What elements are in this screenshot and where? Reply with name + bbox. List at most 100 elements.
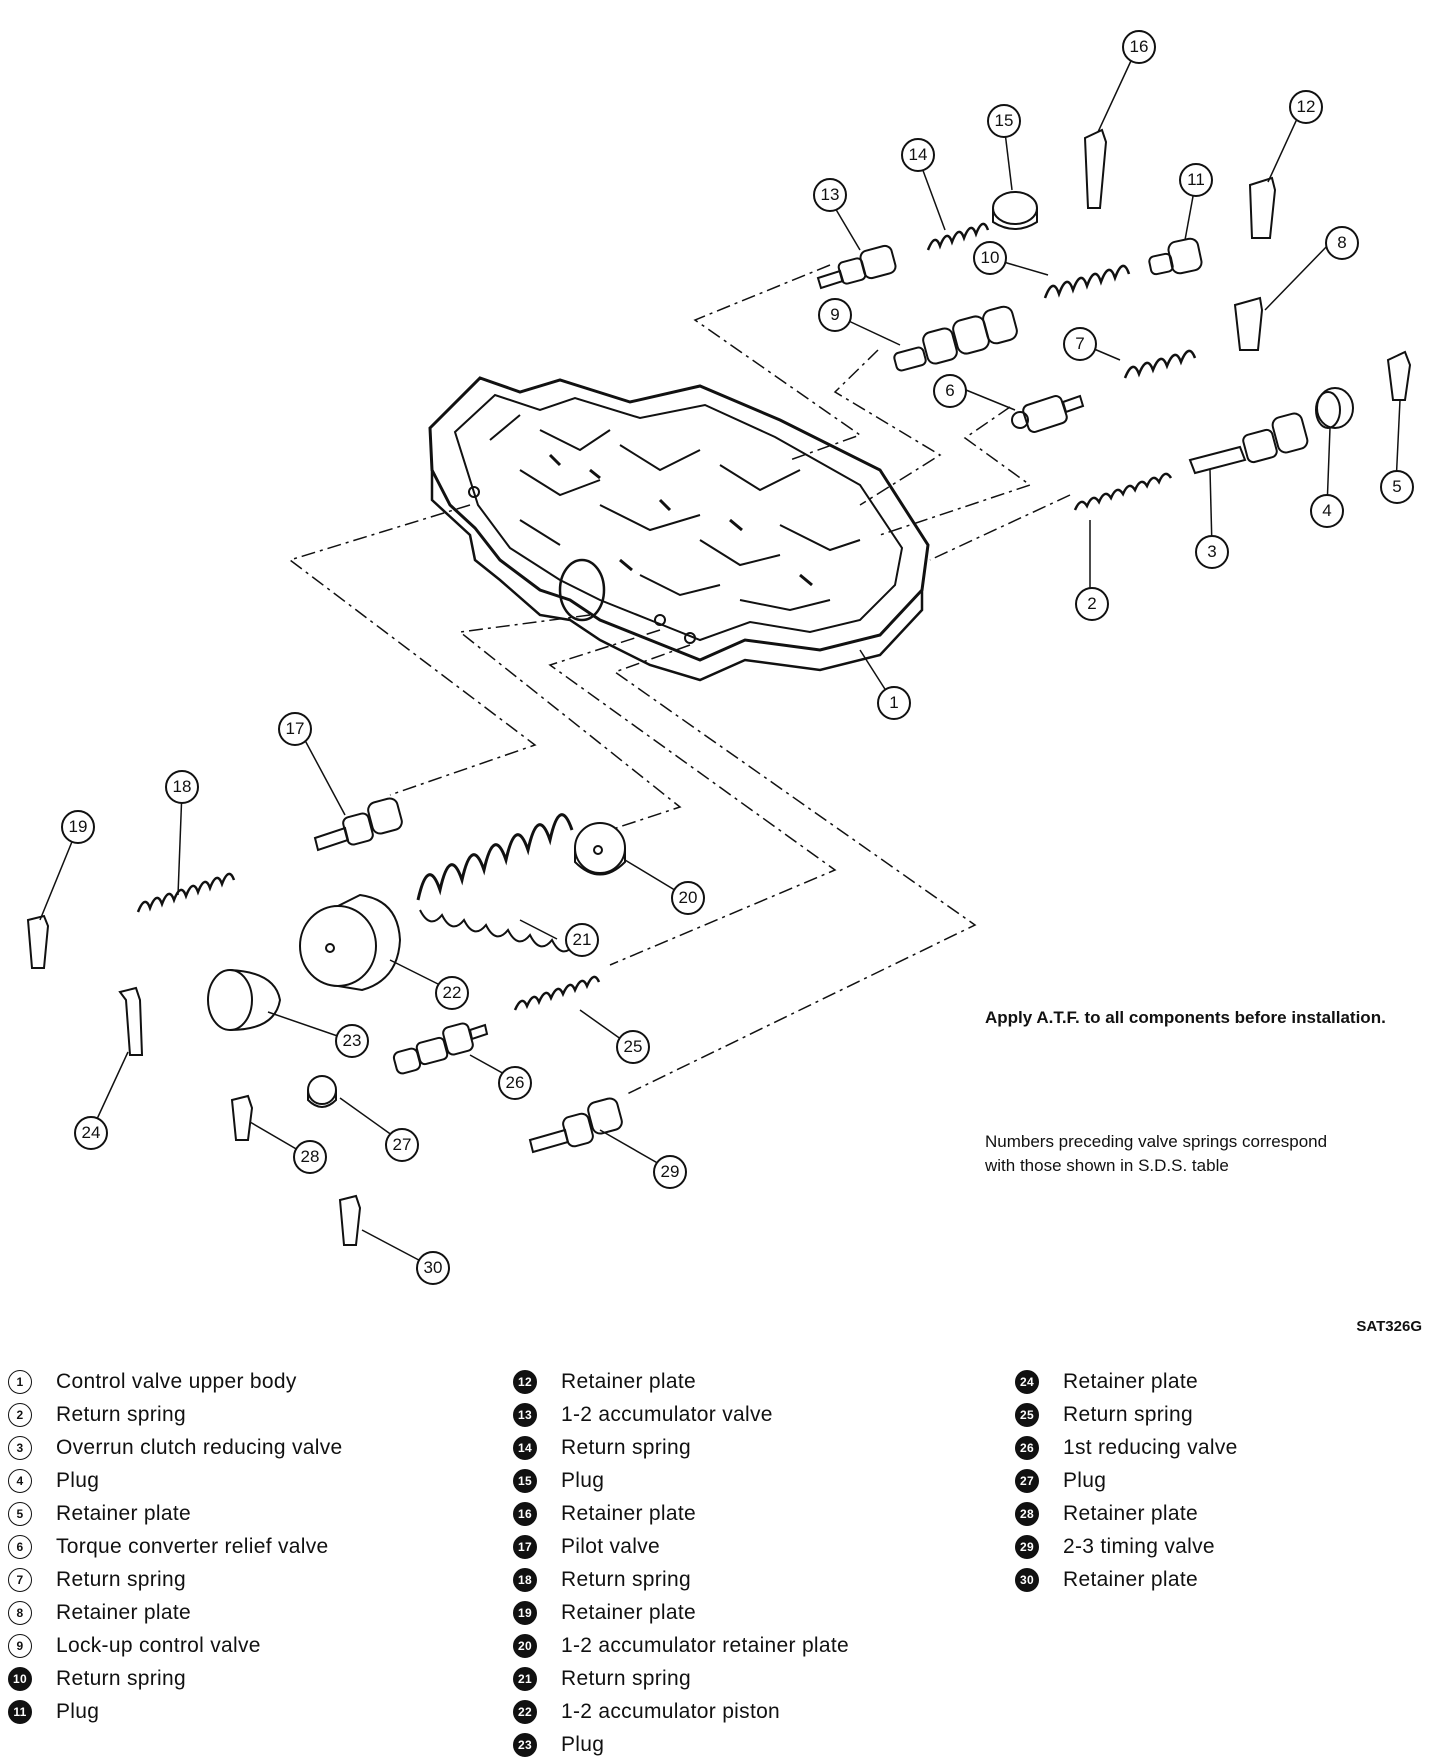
first-reducing-valve xyxy=(392,1022,489,1075)
legend-number: 18 xyxy=(513,1567,537,1592)
callout-9: 9 xyxy=(818,298,852,332)
assembly-lines xyxy=(288,264,1071,1096)
callout-13: 13 xyxy=(813,178,847,212)
callout-14: 14 xyxy=(901,138,935,172)
legend-number: 12 xyxy=(513,1369,537,1394)
legend-number: 6 xyxy=(8,1534,32,1559)
legend-number: 28 xyxy=(1015,1501,1039,1526)
control-valve-upper-body xyxy=(428,376,930,682)
legend-label: Retainer plate xyxy=(56,1600,191,1624)
callout-12: 12 xyxy=(1289,90,1323,124)
spring-numbers-note: Numbers preceding valve springs correspo… xyxy=(985,1132,1328,1175)
callout-18: 18 xyxy=(165,770,199,804)
legend-label: Retainer plate xyxy=(561,1369,696,1393)
lock-up-control-valve xyxy=(893,305,1018,372)
legend-label: Retainer plate xyxy=(561,1501,696,1525)
legend-number: 23 xyxy=(513,1732,537,1757)
legend-number: 8 xyxy=(8,1600,32,1625)
legend-label: Lock-up control valve xyxy=(56,1633,261,1657)
legend-number: 24 xyxy=(1015,1369,1039,1394)
legend-number: 14 xyxy=(513,1435,537,1460)
pilot-valve xyxy=(313,797,403,852)
legend-number: 16 xyxy=(513,1501,537,1526)
legend-number: 17 xyxy=(513,1534,537,1559)
legend-item: 23 Plug xyxy=(513,1728,849,1761)
legend-label: 1-2 accumulator retainer plate xyxy=(561,1633,849,1657)
legend-label: Retainer plate xyxy=(1063,1501,1198,1525)
legend-label: Return spring xyxy=(56,1567,186,1591)
callout-23: 23 xyxy=(335,1024,369,1058)
legend-item: 16 Retainer plate xyxy=(513,1497,849,1530)
legend-item: 17 Pilot valve xyxy=(513,1530,849,1563)
legend-number: 5 xyxy=(8,1501,32,1526)
callout-6: 6 xyxy=(933,374,967,408)
legend-label: Pilot valve xyxy=(561,1534,661,1558)
legend-item: 20 1-2 accumulator retainer plate xyxy=(513,1629,849,1662)
legend-item: 24 Retainer plate xyxy=(1015,1365,1238,1398)
legend-label: Control valve upper body xyxy=(56,1369,297,1393)
callout-28: 28 xyxy=(293,1140,327,1174)
callout-10: 10 xyxy=(973,241,1007,275)
retainer-plate-24 xyxy=(118,986,144,1056)
return-spring-2 xyxy=(1073,472,1173,511)
callout-25: 25 xyxy=(616,1030,650,1064)
legend-label: Torque converter relief valve xyxy=(56,1534,329,1558)
return-spring-14 xyxy=(926,222,990,251)
legend-label: Plug xyxy=(561,1468,605,1492)
apply-atf-note: Apply A.T.F. to all components before in… xyxy=(985,1008,1386,1027)
return-spring-18 xyxy=(136,872,236,913)
legend-number: 10 xyxy=(8,1666,32,1691)
legend-label: Retainer plate xyxy=(1063,1369,1198,1393)
legend-label: Retainer plate xyxy=(561,1600,696,1624)
legend-number: 25 xyxy=(1015,1402,1039,1427)
legend-label: Plug xyxy=(56,1468,100,1492)
legend-label: Return spring xyxy=(561,1666,691,1690)
legend-number: 2 xyxy=(8,1402,32,1427)
retainer-plate-8 xyxy=(1233,296,1264,351)
callout-26: 26 xyxy=(498,1066,532,1100)
legend-label: 1st reducing valve xyxy=(1063,1435,1238,1459)
callout-20: 20 xyxy=(671,881,705,915)
legend-label: Overrun clutch reducing valve xyxy=(56,1435,343,1459)
legend-number: 9 xyxy=(8,1633,32,1658)
plug-27 xyxy=(307,1075,337,1108)
legend-number: 15 xyxy=(513,1468,537,1493)
one-two-accumulator-valve xyxy=(816,244,897,290)
legend-label: 1-2 accumulator piston xyxy=(561,1699,781,1723)
callout-5: 5 xyxy=(1380,470,1414,504)
legend-number: 20 xyxy=(513,1633,537,1658)
legend-label: Retainer plate xyxy=(56,1501,191,1525)
legend-label: Retainer plate xyxy=(1063,1567,1198,1591)
callout-16: 16 xyxy=(1122,30,1156,64)
legend-label: Plug xyxy=(561,1732,605,1756)
legend-number: 29 xyxy=(1015,1534,1039,1559)
overrun-clutch-reducing-valve xyxy=(1188,412,1309,475)
legend-label: Return spring xyxy=(561,1435,691,1459)
callout-17: 17 xyxy=(278,712,312,746)
legend-item: 28 Retainer plate xyxy=(1015,1497,1238,1530)
legend-number: 19 xyxy=(513,1600,537,1625)
legend-item: 25 Return spring xyxy=(1015,1398,1238,1431)
return-spring-7 xyxy=(1123,349,1197,379)
retainer-plate-28 xyxy=(230,1094,254,1141)
callout-24: 24 xyxy=(74,1116,108,1150)
legend-number: 30 xyxy=(1015,1567,1039,1592)
retainer-plate-5 xyxy=(1386,350,1412,401)
legend-label: Plug xyxy=(56,1699,100,1723)
callout-30: 30 xyxy=(416,1251,450,1285)
legend-item: 8 Retainer plate xyxy=(8,1596,343,1629)
legend-item: 30 Retainer plate xyxy=(1015,1563,1238,1596)
plug-4 xyxy=(1315,387,1354,429)
accumulator-retainer-plate-20 xyxy=(574,822,626,876)
legend-label: Return spring xyxy=(1063,1402,1193,1426)
